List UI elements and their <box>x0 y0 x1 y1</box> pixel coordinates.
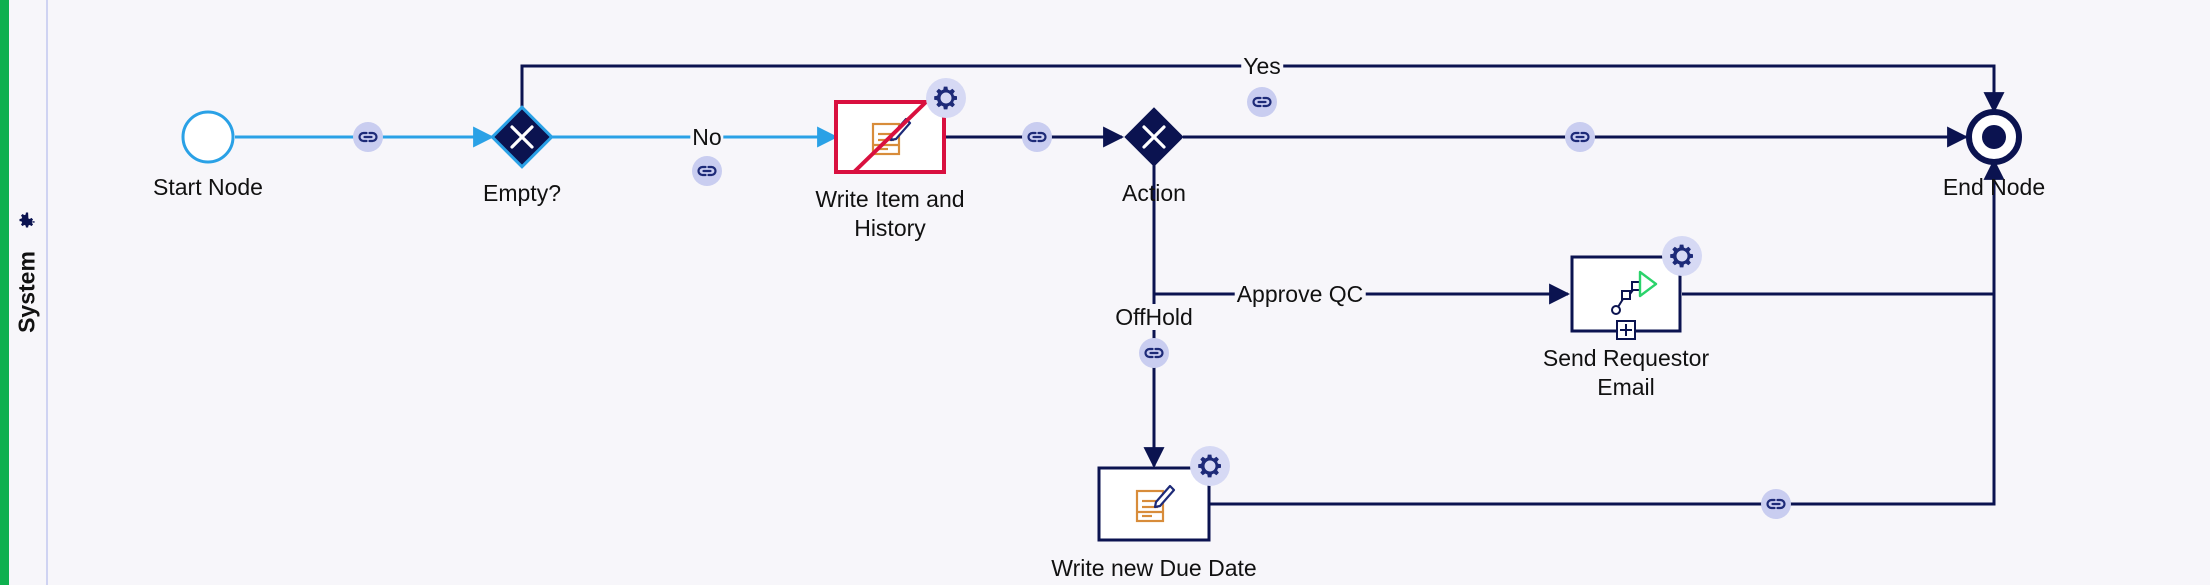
write-item-gear-icon[interactable] <box>926 78 966 118</box>
link-icon[interactable] <box>1020 120 1054 154</box>
edge-label-no: No <box>690 124 724 150</box>
action-gateway-label: Action <box>1122 180 1186 206</box>
write-due-date-gear-icon[interactable] <box>1190 446 1230 486</box>
empty-gateway-label: Empty? <box>483 180 561 206</box>
lane-gear-icon[interactable] <box>15 210 37 232</box>
send-email-label-line1: Send Requestor <box>1542 345 1710 371</box>
edge-label-approve-qc: Approve QC <box>1234 281 1366 307</box>
end-node[interactable] <box>1966 109 2022 165</box>
empty-gateway[interactable] <box>490 105 554 169</box>
link-icon[interactable] <box>351 120 385 154</box>
send-email-label: Send Requestor Email <box>1543 344 1709 402</box>
lane-color-bar <box>0 0 9 585</box>
link-icon[interactable] <box>1245 85 1279 119</box>
edge-label-offhold: OffHold <box>1113 304 1195 330</box>
lane-header[interactable] <box>9 0 48 585</box>
link-icon[interactable] <box>1563 120 1597 154</box>
subprocess-icon <box>1611 281 1641 315</box>
start-node[interactable] <box>181 110 235 164</box>
write-item-task[interactable] <box>834 100 946 174</box>
link-icon[interactable] <box>1759 487 1793 521</box>
write-item-label-line2: History <box>854 215 926 241</box>
flow-approve-qc[interactable] <box>1152 160 1571 305</box>
edge-label-yes: Yes <box>1241 53 1283 79</box>
link-icon[interactable] <box>690 154 724 188</box>
write-item-label-line1: Write Item and <box>815 186 965 212</box>
send-email-subprocess[interactable] <box>1570 255 1682 340</box>
flow-due-date-to-end[interactable] <box>1210 158 2005 506</box>
write-due-date-task[interactable] <box>1097 466 1211 542</box>
send-email-label-line2: Email <box>1597 374 1655 400</box>
action-gateway[interactable] <box>1124 107 1184 167</box>
send-email-gear-icon[interactable] <box>1662 236 1702 276</box>
write-due-date-label: Write new Due Date <box>1051 555 1257 581</box>
write-item-label: Write Item and History <box>815 185 964 243</box>
link-icon[interactable] <box>1137 336 1171 370</box>
play-icon <box>1638 270 1658 298</box>
end-node-label: End Node <box>1942 174 2046 200</box>
plus-icon <box>1616 320 1636 340</box>
start-node-label: Start Node <box>153 174 263 200</box>
